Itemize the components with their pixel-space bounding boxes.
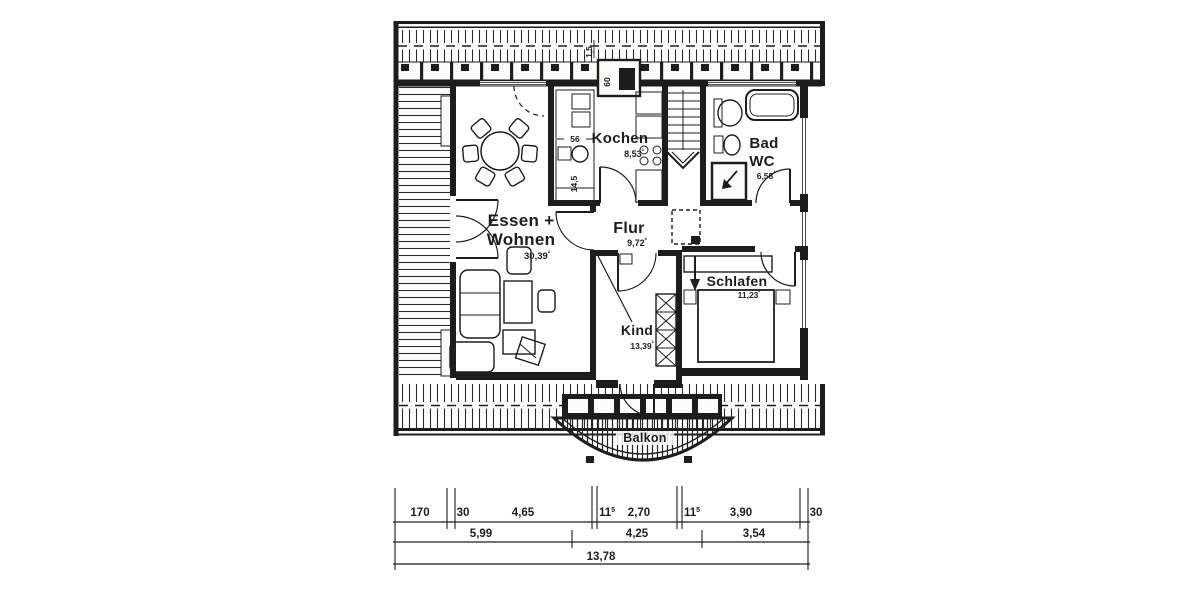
dim-270: 2,70: [628, 507, 650, 519]
dimension-lines: 170 30 4,65 115 2,70 115 3,90 30 5,99 4,…: [393, 486, 822, 570]
room-label-balcony: Balkon: [623, 431, 666, 445]
roof-flue: 1,5 60: [584, 40, 642, 98]
room-labels: Essen + Wohnen 30,39² Kochen 8,53² Bad W…: [487, 130, 779, 351]
room-area-kitchen: 8,53²: [624, 148, 645, 159]
bedroom-furniture: [655, 255, 791, 367]
balcony: Balkon: [550, 394, 736, 463]
right-wall-windows: [800, 118, 808, 328]
room-label-bath-1: Bad: [749, 135, 778, 152]
dim-total: 13,78: [587, 551, 616, 563]
doors: [455, 85, 796, 417]
roof-strip-left: [393, 21, 452, 436]
dim-425: 4,25: [626, 528, 649, 540]
counter-width-dim: 56: [570, 134, 580, 144]
room-area-child: 13,39²: [630, 340, 653, 351]
room-label-living-1: Essen +: [488, 211, 555, 230]
flue-offset-dim: 1,5: [584, 46, 594, 58]
hall-details: [671, 209, 701, 245]
room-area-bedroom: 11,23²: [738, 289, 761, 300]
room-label-bedroom: Schlafen: [707, 273, 768, 289]
dim-11-5-left: 115: [599, 507, 615, 519]
dim-599: 5,99: [470, 528, 492, 540]
room-area-bath: 6,58²: [757, 170, 776, 181]
dim-465: 4,65: [512, 507, 535, 519]
room-label-bath-2: WC: [749, 153, 775, 170]
room-label-hall: Flur: [613, 220, 644, 237]
room-label-child: Kind: [621, 322, 653, 338]
dim-354: 3,54: [743, 528, 766, 540]
dim-390: 3,90: [730, 507, 752, 519]
kitchen-fixtures: 56 14,5: [555, 89, 663, 203]
bath-fixtures: [710, 89, 799, 202]
counter-depth-dim: 14,5: [569, 175, 579, 192]
room-label-living-2: Wohnen: [487, 230, 556, 249]
living-furniture: [449, 118, 556, 373]
room-area-living: 30,39²: [524, 250, 551, 262]
flue-width-dim: 60: [602, 77, 612, 87]
dim-30-right: 30: [810, 507, 823, 519]
room-area-hall: 9,72²: [627, 237, 648, 248]
dim-11-5-right: 115: [684, 507, 700, 519]
dim-30-left: 30: [457, 507, 470, 519]
room-label-kitchen: Kochen: [592, 130, 649, 147]
stairs: [666, 90, 700, 170]
child-room-details: [597, 253, 633, 323]
dim-170: 170: [410, 507, 429, 519]
